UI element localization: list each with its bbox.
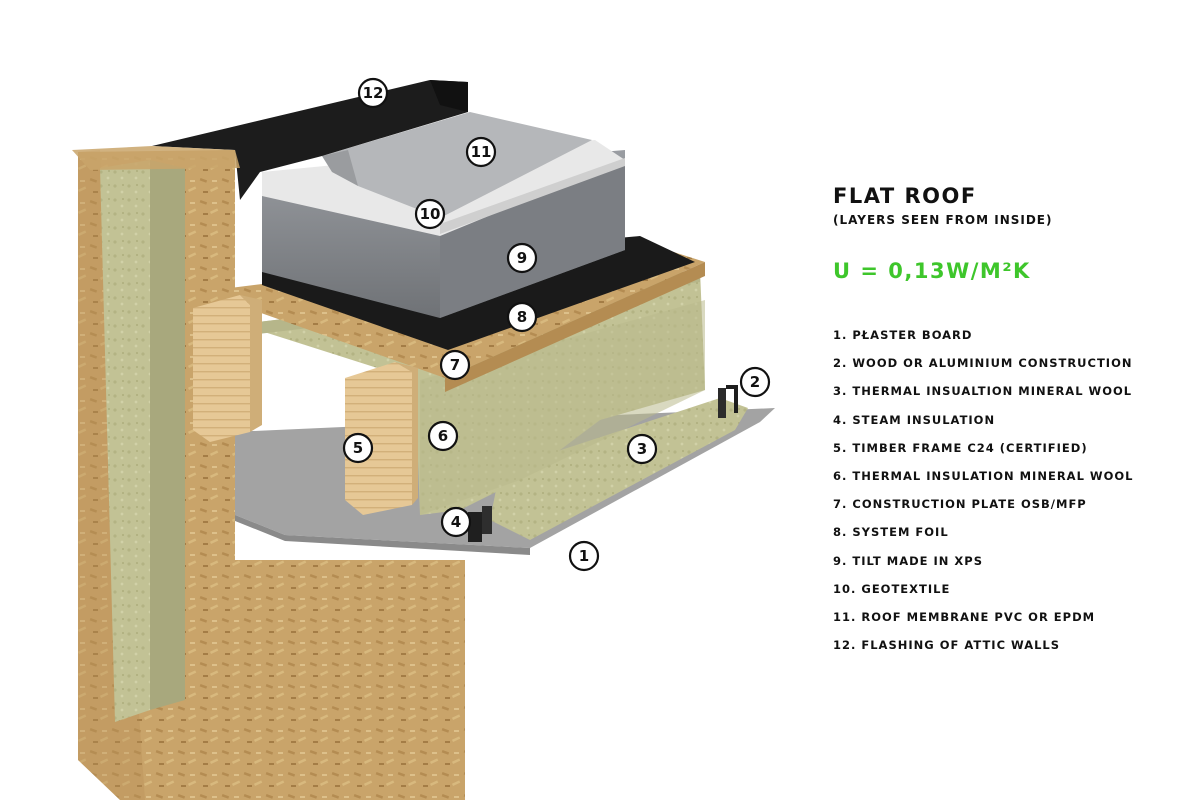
legend-item: 4. STEAM INSULATION — [833, 412, 996, 427]
callout-5: 5 — [342, 432, 374, 464]
svg-text:4: 4 — [451, 513, 461, 531]
diagram-subtitle: (LAYERS SEEN FROM INSIDE) — [833, 213, 1053, 227]
svg-text:10: 10 — [420, 205, 441, 223]
legend-item: 5. TIMBER FRAME C24 (CERTIFIED) — [833, 440, 1088, 455]
callout-3: 3 — [626, 433, 658, 465]
svg-text:5: 5 — [353, 439, 363, 457]
legend-item: 6. THERMAL INSULATION MINERAL WOOL — [833, 468, 1134, 483]
u-value: U = 0,13W/M²K — [833, 259, 1031, 283]
legend-item: 7. CONSTRUCTION PLATE OSB/MFP — [833, 497, 1087, 512]
legend-item: 9. TILT MADE IN XPS — [833, 553, 984, 568]
svg-text:9: 9 — [517, 249, 527, 267]
metal-profiles — [468, 385, 738, 542]
svg-text:6: 6 — [438, 427, 448, 445]
legend-item: 11. ROOF MEMBRANE PVC OR EPDM — [833, 609, 1096, 624]
callout-4: 4 — [440, 506, 472, 538]
callout-9: 9 — [506, 242, 538, 274]
timber-frames — [193, 295, 418, 515]
diagram-title: FLAT ROOF — [833, 184, 977, 208]
legend-item: 10. GEOTEXTILE — [833, 581, 951, 596]
svg-text:8: 8 — [517, 308, 527, 326]
svg-text:2: 2 — [750, 373, 760, 391]
lower-mineral-wool — [490, 398, 748, 540]
legend-item: 12. FLASHING OF ATTIC WALLS — [833, 638, 1061, 653]
callout-11: 11 — [465, 136, 497, 168]
svg-text:3: 3 — [637, 440, 647, 458]
roof-section-diagram: 1 2 3 4 5 6 7 8 9 10 11 12 — [72, 77, 775, 800]
svg-text:1: 1 — [579, 547, 589, 565]
legend-panel: FLAT ROOF (LAYERS SEEN FROM INSIDE) U = … — [833, 184, 1173, 665]
roof-membrane — [322, 112, 592, 218]
callout-7: 7 — [439, 349, 471, 381]
svg-text:12: 12 — [363, 84, 384, 102]
callout-10: 10 — [414, 198, 446, 230]
layer-legend: 1. PŁASTER BOARD 2. WOOD OR ALUMINIUM CO… — [833, 327, 1173, 665]
legend-item: 8. SYSTEM FOIL — [833, 525, 949, 540]
callout-8: 8 — [506, 301, 538, 333]
wall-mineral-wool — [100, 160, 185, 722]
callout-6: 6 — [427, 420, 459, 452]
callout-1: 1 — [568, 540, 600, 572]
callout-12: 12 — [357, 77, 389, 109]
svg-text:11: 11 — [471, 143, 492, 161]
legend-item: 2. WOOD OR ALUMINIUM CONSTRUCTION — [833, 356, 1133, 371]
svg-text:7: 7 — [450, 356, 460, 374]
legend-item: 1. PŁASTER BOARD — [833, 328, 973, 342]
attic-flashing — [72, 80, 468, 200]
callout-2: 2 — [739, 366, 771, 398]
legend-item: 3. THERMAL INSUALTION MINERAL WOOL — [833, 384, 1133, 399]
